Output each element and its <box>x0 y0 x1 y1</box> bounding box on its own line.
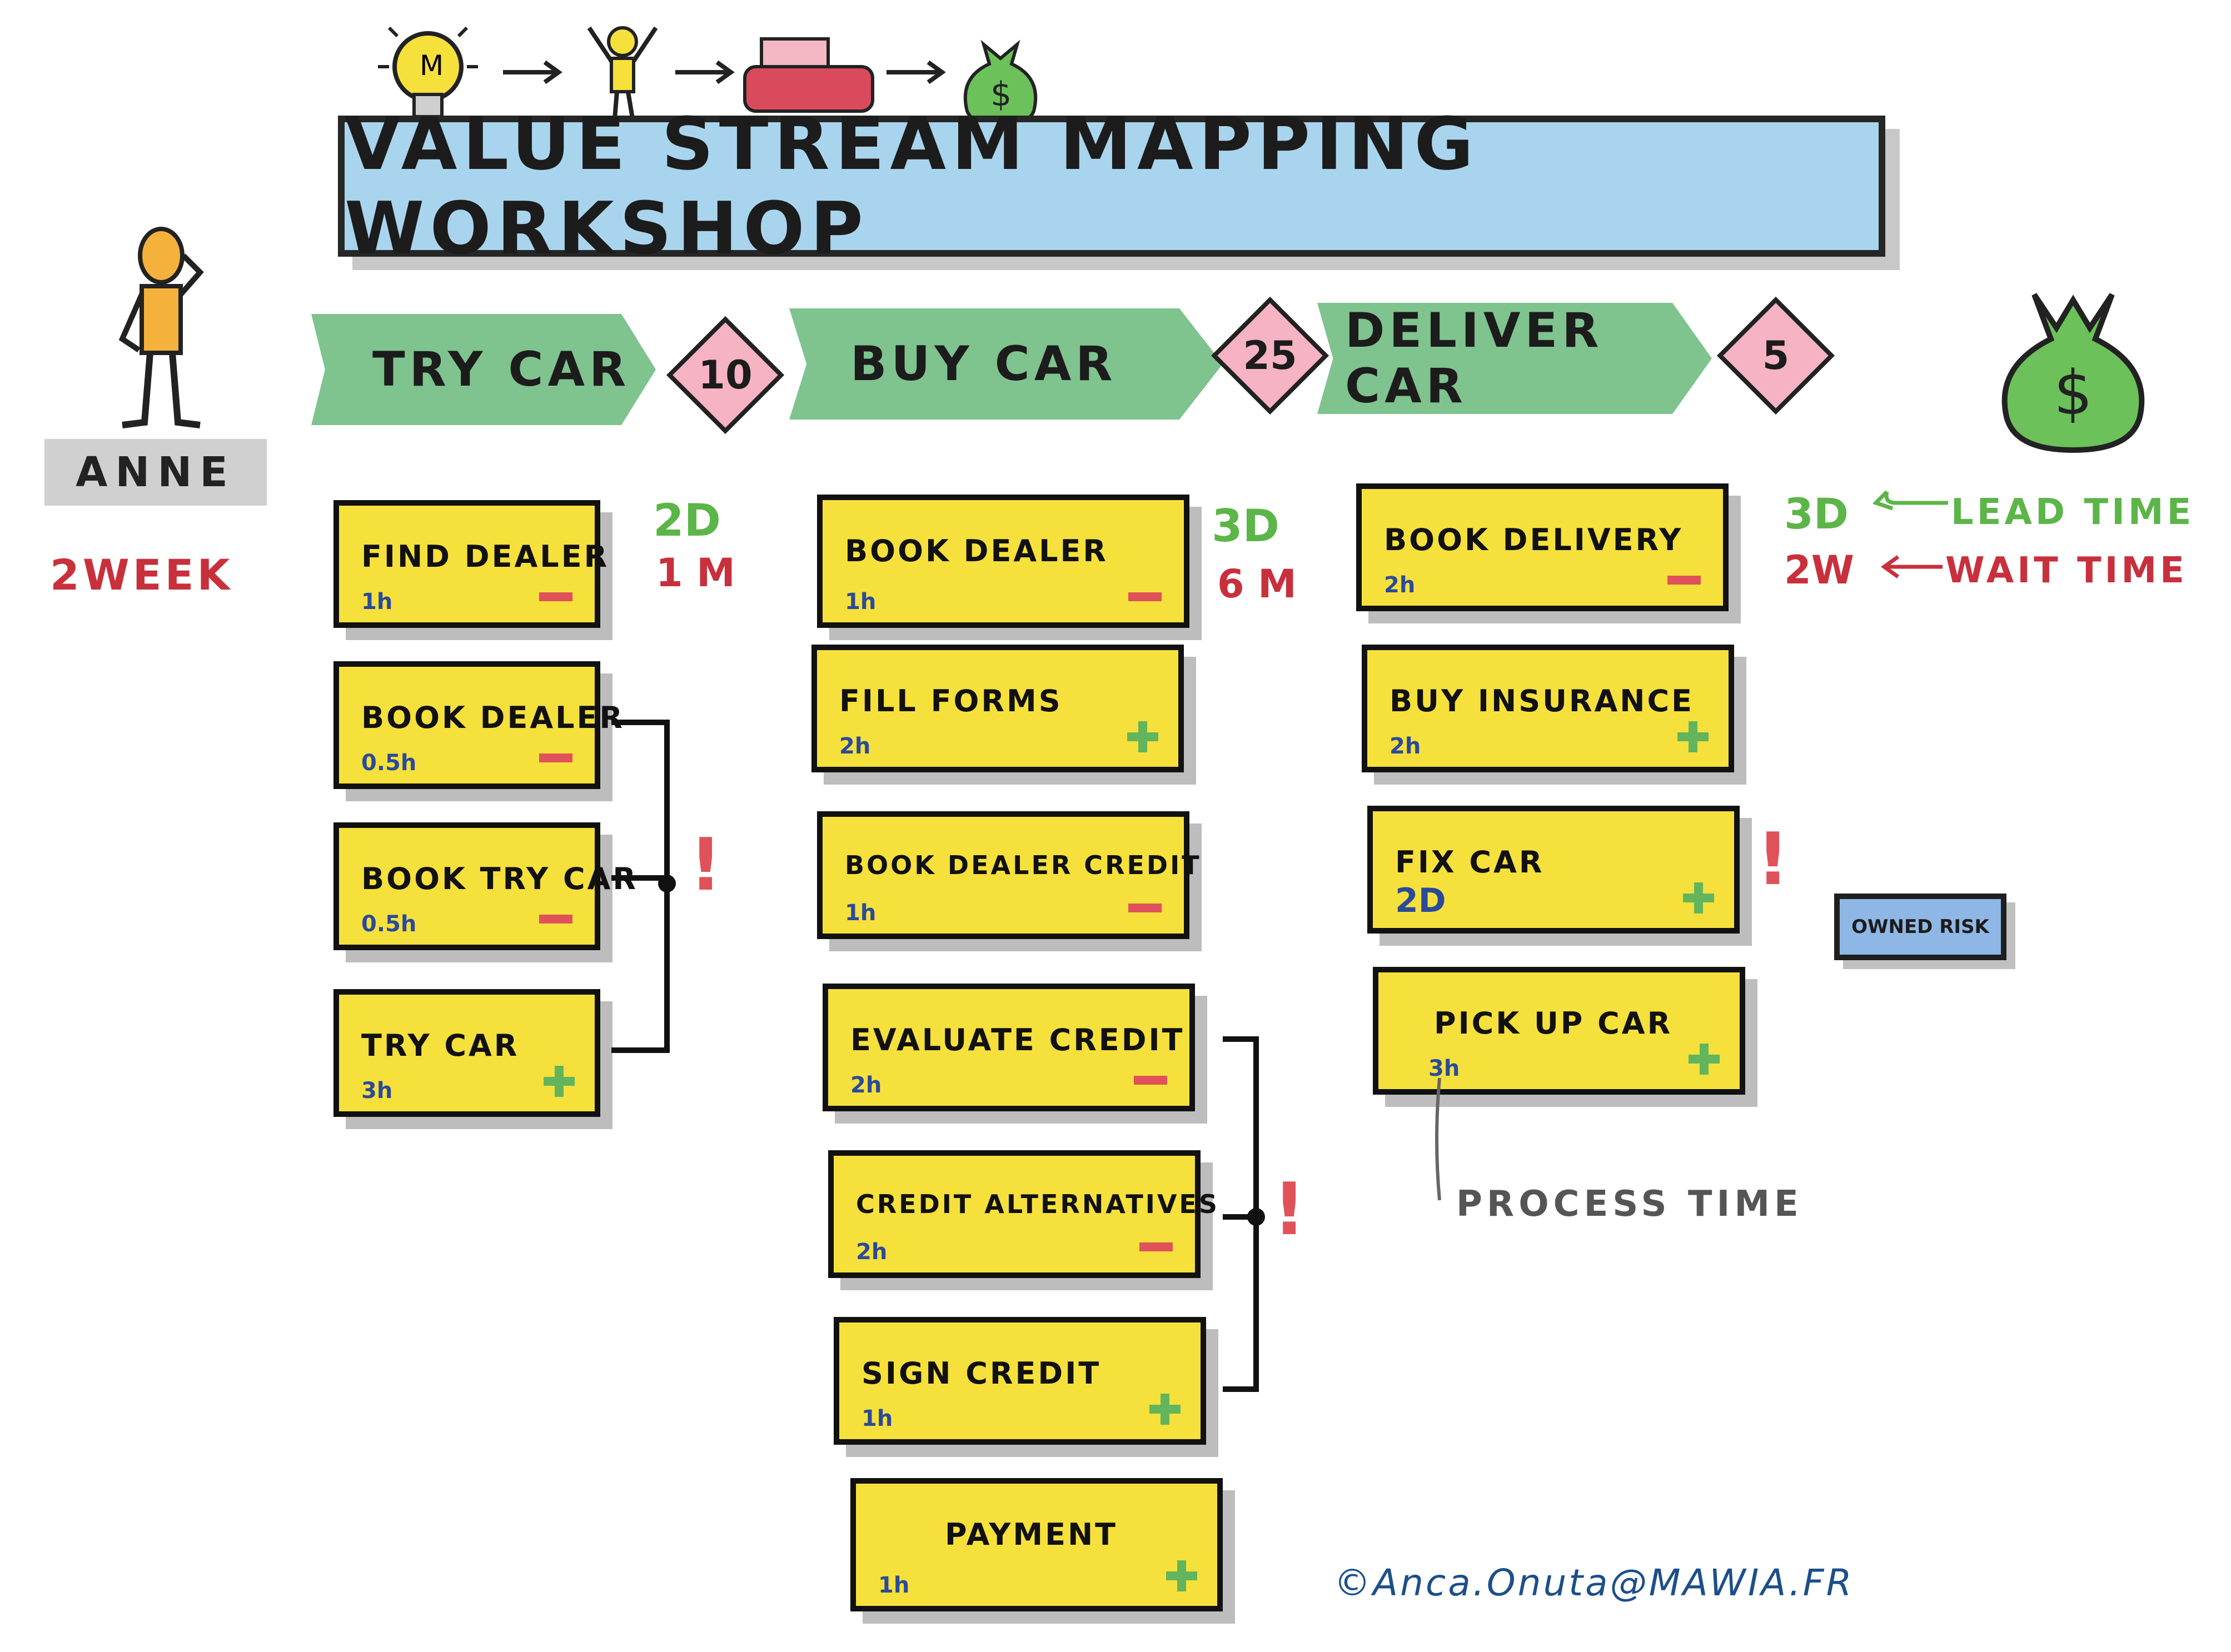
arrow-icon <box>887 60 946 84</box>
stage-count-try: 10 <box>698 352 753 398</box>
stage-count-buy: 25 <box>1243 333 1297 378</box>
arrow-icon <box>675 60 735 84</box>
sticky-note: BOOK DEALER 1h <box>817 495 1189 628</box>
sticky-note: BOOK DEALER CREDIT 1h <box>817 811 1199 939</box>
bracket-connector <box>611 720 676 1053</box>
svg-text:$: $ <box>990 75 1012 114</box>
title-banner: VALUE STREAM MAPPING WORKSHOP <box>338 102 1885 271</box>
lead-time-legend: LEAD TIME <box>1951 492 2195 533</box>
stage-deliver-car: DELIVER CAR <box>1317 303 1712 414</box>
money-bag-icon: $ <box>963 39 1038 127</box>
arrow-icon <box>1881 555 1943 578</box>
negative-mark <box>539 915 572 924</box>
sticky-note: FIX CAR 2D <box>1367 806 1740 934</box>
sticky-note: BOOK DEALER 0.5h <box>333 661 623 789</box>
positive-mark <box>1683 882 1714 914</box>
negative-mark <box>1139 1242 1173 1251</box>
sticky-note: BOOK DELIVERY 2h <box>1356 483 1729 611</box>
wait-time-legend: WAIT TIME <box>1945 550 2188 591</box>
money-bag-icon: $ <box>2001 293 2145 453</box>
positive-mark <box>1166 1560 1197 1591</box>
persona-duration: 2WEEK <box>50 550 233 600</box>
page-title: VALUE STREAM MAPPING WORKSHOP <box>345 102 1480 271</box>
sticky-note: FILL FORMS 2h <box>811 645 1184 772</box>
negative-mark <box>539 753 572 762</box>
arrow-icon <box>1873 490 1948 511</box>
negative-mark <box>539 592 572 601</box>
sticky-note: SIGN CREDIT 1h <box>834 1317 1206 1445</box>
sticky-note: BUY INSURANCE 2h <box>1362 645 1734 772</box>
negative-mark <box>1134 1076 1167 1085</box>
process-time-label: PROCESS TIME <box>1456 1184 1803 1225</box>
stage-try-car: TRY CAR <box>311 314 656 425</box>
stage-buy-car: BUY CAR <box>789 308 1223 420</box>
positive-mark <box>1127 721 1158 752</box>
stage-count-deliver: 5 <box>1762 333 1790 378</box>
sticky-note: BOOK TRY CAR 0.5h <box>333 822 636 950</box>
sticky-note: FIND DEALER 1h <box>333 500 607 628</box>
svg-text:M: M <box>420 49 444 82</box>
lead-time-try: 2D <box>653 495 721 546</box>
author-credit: ©Anca.Onuta@MAWIA.FR <box>1334 1561 1854 1604</box>
sticky-note: TRY CAR 3h <box>333 989 600 1117</box>
persona-figure-icon <box>118 227 204 428</box>
bracket-connector <box>1223 1036 1265 1392</box>
sticky-note: PAYMENT 1h <box>850 1478 1223 1611</box>
svg-text:$: $ <box>2054 357 2093 428</box>
process-time-pointer <box>1435 1077 1441 1201</box>
lightbulb-icon: M <box>378 26 478 118</box>
person-cheering-icon <box>587 26 658 126</box>
wait-time-buy: 6 M <box>1217 561 1297 607</box>
persona-name-label: ANNE <box>44 439 267 506</box>
warning-mark: ! <box>689 822 723 907</box>
negative-mark <box>1128 904 1162 912</box>
positive-mark <box>1677 721 1709 752</box>
sticky-note: EVALUATE CREDIT 2h <box>823 984 1195 1111</box>
sticky-note: CREDIT ALTERNATIVES 2h <box>828 1150 1217 1278</box>
positive-mark <box>1689 1044 1720 1075</box>
owned-risk-tag: OWNED RISK <box>1834 894 2006 960</box>
car-icon <box>743 37 874 113</box>
wait-time-deliver: 2W <box>1784 547 1854 593</box>
positive-mark <box>1149 1394 1181 1425</box>
warning-mark: ! <box>1756 817 1790 901</box>
lead-time-deliver: 3D <box>1784 489 1849 538</box>
negative-mark <box>1128 592 1162 601</box>
warning-mark: ! <box>1273 1167 1306 1251</box>
wait-time-try: 1 M <box>656 550 735 596</box>
sticky-note: PICK UP CAR 3h <box>1373 967 1745 1095</box>
negative-mark <box>1667 576 1701 585</box>
positive-mark <box>544 1066 575 1097</box>
lead-time-buy: 3D <box>1212 500 1280 552</box>
arrow-icon <box>503 60 562 84</box>
